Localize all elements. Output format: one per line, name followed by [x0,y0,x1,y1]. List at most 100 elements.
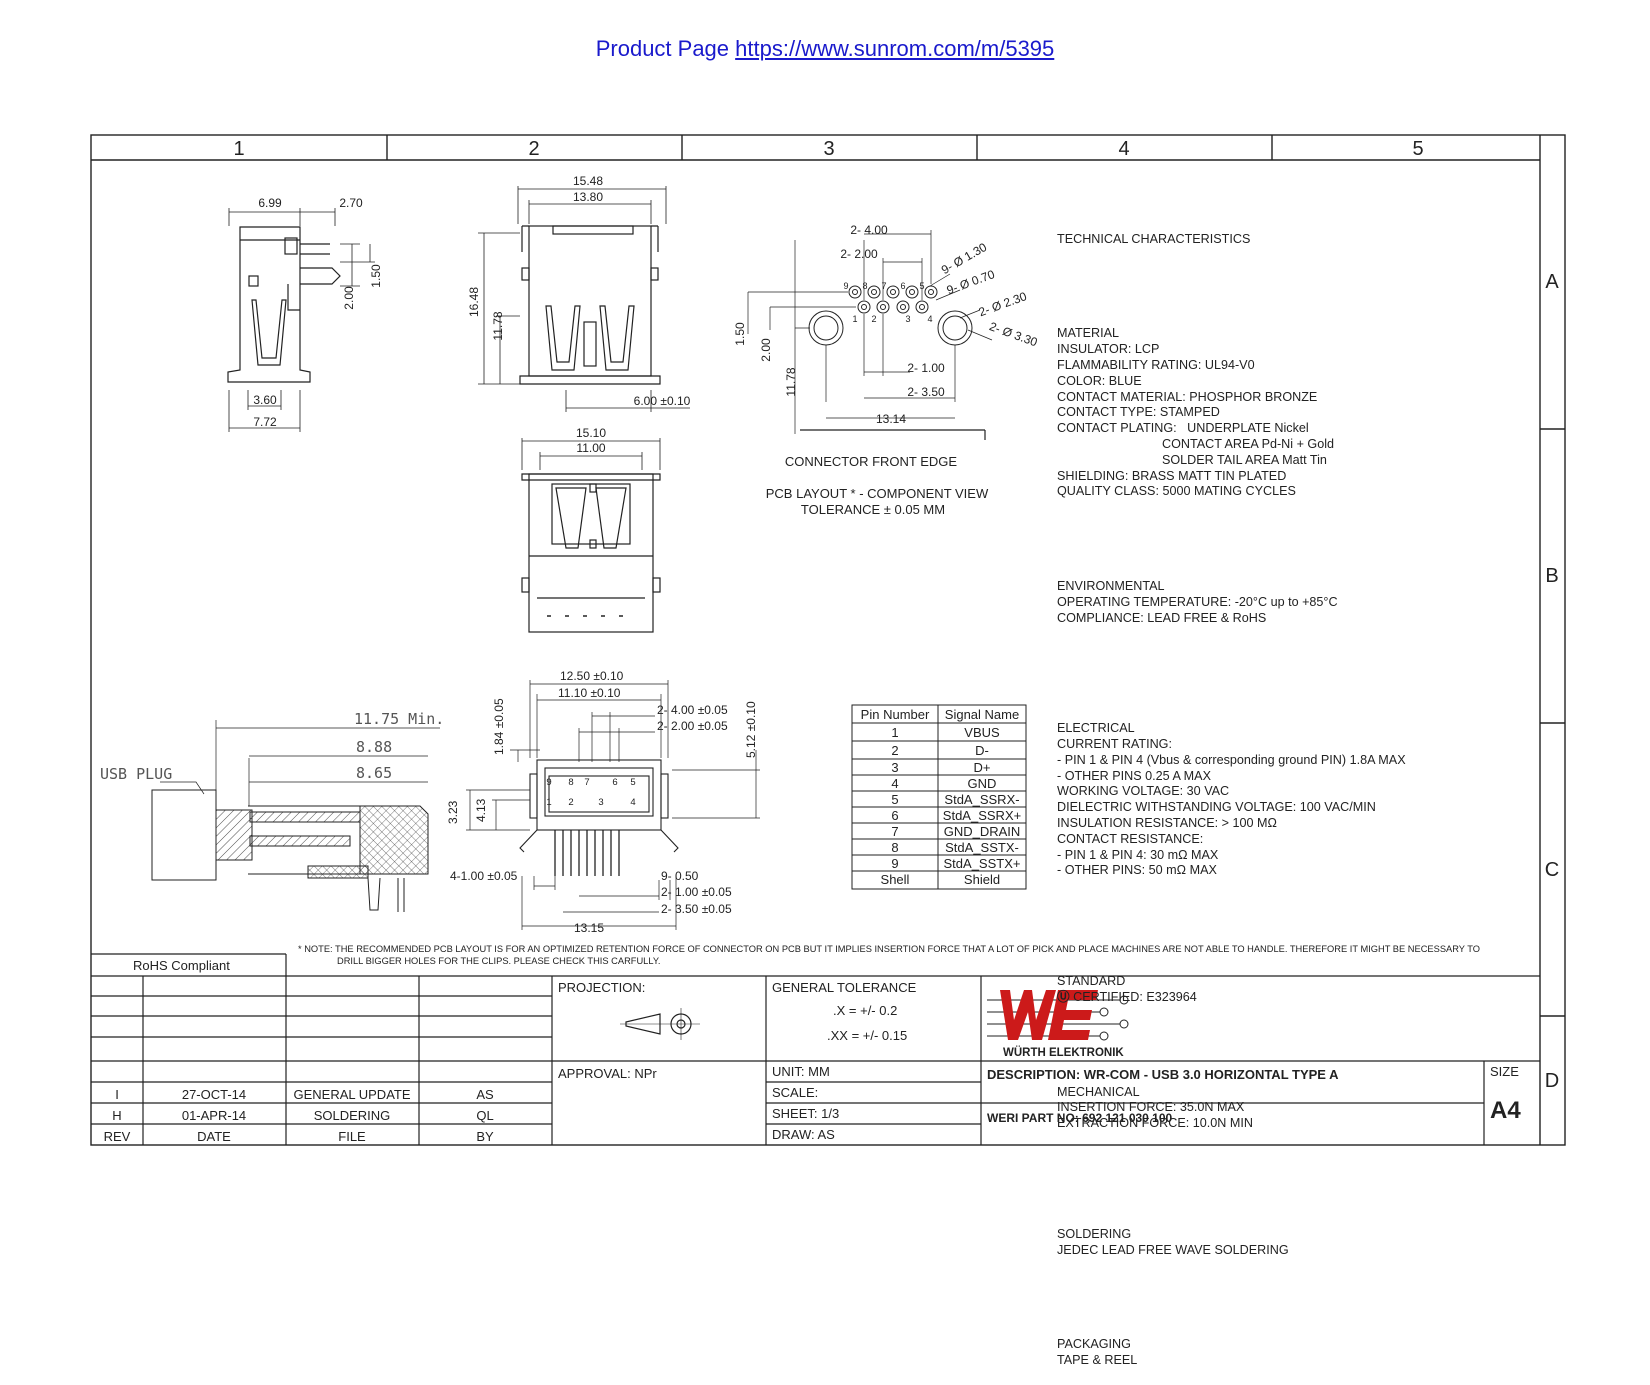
face-dim-3-23: 3.23 [446,800,460,824]
face-dim-1-84: 1.84 ±0.05 [492,698,506,755]
grid-row-c: C [1545,859,1559,881]
grid-col-1: 1 [233,138,244,160]
wurth-logo: WÜRTH ELEKTRONIK [987,990,1129,1059]
pin-number-cell: 6 [891,808,898,823]
spec-electrical-line: INSULATION RESISTANCE: > 100 MΩ [1057,816,1277,831]
spec-electrical-line: CONTACT RESISTANCE: [1057,831,1204,846]
front-dim-13-80: 13.80 [573,190,603,204]
connector-front-edge-label: CONNECTOR FRONT EDGE [785,454,957,469]
pcb-pin-5: 5 [919,281,924,291]
spec-material-line: INSULATOR: LCP [1057,342,1160,357]
pin-table-header-signal: Signal Name [945,707,1019,722]
spec-soldering-line: JEDEC LEAD FREE WAVE SOLDERING [1057,1242,1289,1257]
date-header: DATE [197,1129,231,1144]
pin-number-cell: Shell [881,872,910,887]
spec-technical-line: TECHNICAL CHARACTERISTICS [1057,231,1251,246]
spec-material-line: CONTACT AREA Pd-Ni + Gold [1057,436,1335,451]
front-view-drawing [478,186,690,412]
face-dim-9x0-50: 9- 0.50 [661,869,699,883]
face-dim-2x3-50: 2- 3.50 ±0.05 [661,902,732,916]
pcb-dim-1-50: 1.50 [733,322,747,346]
section-dim-8-65: 8.65 [356,764,392,782]
usb-plug-label: USB PLUG [100,765,172,783]
section-dim-11-75-min: 11.75 Min. [354,710,444,728]
spec-material-line: MATERIAL [1057,326,1120,341]
signal-name-cell: StdA_SSTX+ [944,856,1021,871]
pin-number-cell: 1 [891,725,898,740]
side-dim-2-00: 2.00 [342,286,356,310]
face-dim-11-10: 11.10 ±0.10 [558,686,621,700]
spec-mechanical-line: INSERTION FORCE: 35.0N MAX [1057,1100,1245,1115]
pcb-dim-2x2-00: 2- 2.00 [840,247,878,261]
signal-name-cell: GND_DRAIN [944,824,1021,839]
pcb-pin-9: 9 [843,281,848,291]
pcb-dim-2x4-00: 2- 4.00 [850,223,888,237]
pcb-dim-11-78: 11.78 [784,367,798,396]
grid-col-4: 4 [1118,138,1129,160]
rev-row2-date: 01-APR-14 [182,1108,246,1123]
spec-material-line: COLOR: BLUE [1057,373,1142,388]
signal-name-cell: GND [968,776,997,791]
face-pin-5: 5 [630,777,635,788]
pcb-pin-4: 4 [927,314,932,324]
pin-number-cell: 5 [891,792,898,807]
pcb-layout-caption: PCB LAYOUT * - COMPONENT VIEW [766,486,989,501]
grid-col-3: 3 [823,138,834,160]
face-pin-3: 3 [598,797,603,808]
pcb-note: * NOTE: THE RECOMMENDED PCB LAYOUT IS FO… [298,944,1518,967]
approval-label: APPROVAL: NPr [558,1066,657,1081]
front-dim-6-00: 6.00 ±0.10 [634,394,691,408]
face-dim-2x1-00: 2- 1.00 ±0.05 [661,885,732,899]
spec-material-line: CONTACT MATERIAL: PHOSPHOR BRONZE [1057,389,1318,404]
pcb-dim-hole-2-30: 2- Ø 2.30 [977,289,1029,319]
back-view-drawing [521,438,661,633]
product-page-label: Product Page [595,36,730,61]
drawing-sheet: 1 2 3 4 5 A B C D 6.99 2.70 1.50 2.00 3.… [90,134,1566,1146]
back-dim-11-00: 11.00 [576,441,605,455]
scale-label: SCALE: [772,1085,818,1100]
rev-header: REV [104,1129,131,1144]
signal-name-cell: Shield [964,872,1000,887]
spec-environmental-line: ENVIRONMENTAL [1057,579,1165,594]
pcb-dim-2x3-50: 2- 3.50 [907,385,945,399]
side-view-drawing [227,208,375,432]
pin-number-cell: 2 [891,743,898,758]
pcb-pin-1: 1 [852,314,857,324]
rohs-label: RoHS Compliant [133,958,230,973]
product-page-link[interactable]: https://www.sunrom.com/m/5395 [735,36,1055,61]
back-dim-15-10: 15.10 [576,426,606,440]
spec-environmental-line: COMPLIANCE: LEAD FREE & RoHS [1057,610,1267,625]
unit-label: UNIT: MM [772,1064,830,1079]
pcb-dim-2x1-00: 2- 1.00 [907,361,945,375]
by-header: BY [476,1129,494,1144]
signal-name-cell: StdA_SSTX- [945,840,1019,855]
ul-mark-icon: Ⓤ [1057,989,1074,1004]
pin-number-cell: 7 [891,824,898,839]
signal-name-cell: StdA_SSRX- [944,792,1019,807]
spec-electrical-line: - OTHER PINS: 50 mΩ MAX [1057,863,1217,878]
title-block [91,953,1540,1145]
signal-name-cell: StdA_SSRX+ [943,808,1021,823]
rev-row2-by: QL [476,1108,493,1123]
sheet-label: SHEET: 1/3 [772,1106,839,1121]
spec-material-line: SHIELDING: BRASS MATT TIN PLATED [1057,468,1287,483]
pin-table-header-pin: Pin Number [861,707,930,722]
file-header: FILE [338,1129,366,1144]
spec-electrical-line: - PIN 1 & PIN 4: 30 mΩ MAX [1057,847,1219,862]
signal-name-cell: VBUS [964,725,1000,740]
spec-material-line: CONTACT TYPE: STAMPED [1057,405,1220,420]
spec-electrical-line: DIELECTRIC WITHSTANDING VOLTAGE: 100 VAC… [1057,800,1376,815]
pcb-dim-2-00: 2.00 [759,338,773,362]
face-pin-9: 9 [546,777,551,788]
grid-col-2: 2 [528,138,539,160]
pin-number-cell: 4 [891,776,898,791]
rev-row2-file: SOLDERING [314,1108,391,1123]
pin-number-cell: 8 [891,840,898,855]
face-pin-1: 1 [546,797,551,808]
